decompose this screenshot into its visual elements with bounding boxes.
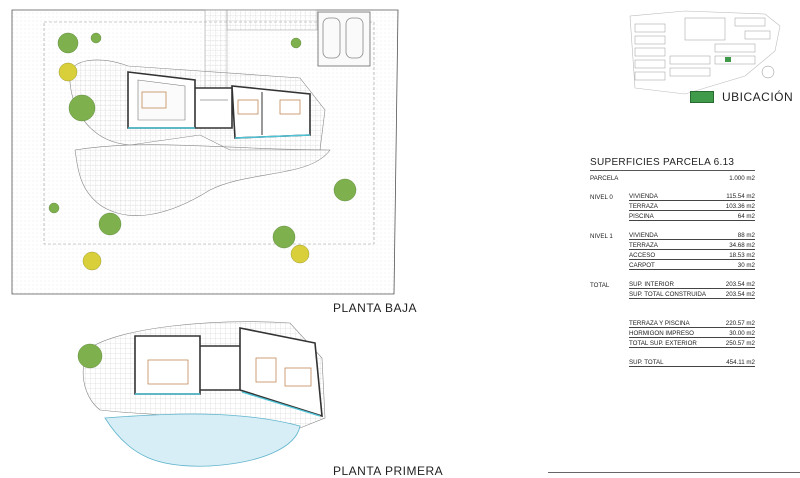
legend-label: UBICACIÓN (722, 90, 794, 104)
row-label: TERRAZA (629, 242, 711, 250)
table-row: TOTAL SUP. EXTERIOR 250.57 m2 (590, 338, 755, 348)
bottom-rule (548, 472, 800, 473)
tree-icon (48, 32, 357, 249)
row-value: 30 m2 (711, 262, 755, 270)
first-floor-title: PLANTA PRIMERA (333, 464, 444, 478)
row-label: HORMIGON IMPRESO (629, 330, 711, 338)
row-value: 34.68 m2 (711, 242, 755, 250)
legend-swatch (690, 91, 714, 103)
table-row: TOTAL SUP. INTERIOR 203.54 m2 (590, 279, 755, 289)
plot-marker (725, 57, 731, 62)
row-label: SUP. INTERIOR (629, 281, 711, 289)
table-row: TERRAZA 34.68 m2 (590, 240, 755, 250)
tree-icon (77, 343, 103, 369)
row-label: TERRAZA (629, 203, 711, 211)
row-label: CARPOT (629, 262, 711, 270)
row-label: TOTAL SUP. EXTERIOR (629, 340, 711, 348)
carport (317, 11, 371, 67)
level-label: NIVEL 0 (590, 194, 613, 201)
car-icon (322, 17, 341, 59)
row-value: 103.36 m2 (711, 203, 755, 211)
row-value: 250.57 m2 (711, 340, 755, 348)
table-row: CARPOT 30 m2 (590, 260, 755, 270)
divider (590, 170, 755, 171)
table-row: ACCESO 18.53 m2 (590, 250, 755, 260)
pool (104, 413, 301, 467)
ground-floor-plan (11, 9, 399, 295)
table-row: TERRAZA 103.36 m2 (590, 201, 755, 211)
row-label: TERRAZA Y PISCINA (629, 320, 711, 328)
row-label: SUP. TOTAL CONSTRUIDA (629, 291, 711, 299)
row-label: ACCESO (629, 252, 711, 260)
row-label: PARCELA (590, 175, 619, 182)
area-table: SUPERFICIES PARCELA 6.13 PARCELA 1.000 m… (590, 157, 755, 367)
row-value: 88 m2 (711, 232, 755, 240)
area-table-title: SUPERFICIES PARCELA 6.13 (590, 157, 735, 168)
table-row: PISCINA 64 m2 (590, 211, 755, 221)
north-arrow-icon (761, 65, 775, 79)
row-label: VIVIENDA (629, 193, 711, 201)
row-value: 203.54 m2 (711, 281, 755, 289)
car-icon (345, 17, 364, 59)
row-label: SUP. TOTAL (629, 359, 711, 367)
table-row: TERRAZA Y PISCINA 220.57 m2 (590, 318, 755, 328)
garden-pool-area (74, 144, 331, 216)
table-row: SUP. TOTAL CONSTRUIDA 203.54 m2 (590, 289, 755, 299)
row-value: 115.54 m2 (711, 193, 755, 201)
first-floor-plan (77, 321, 326, 467)
row-label: VIVIENDA (629, 232, 711, 240)
table-row: NIVEL 1 VIVIENDA 88 m2 (590, 230, 755, 240)
level-label: NIVEL 1 (590, 233, 613, 240)
legend: UBICACIÓN (690, 90, 793, 104)
shrub-icon (58, 62, 310, 271)
row-value: 64 m2 (711, 213, 755, 221)
ground-floor-title: PLANTA BAJA (333, 301, 417, 315)
row-value: 18.53 m2 (711, 252, 755, 260)
row-value: 220.57 m2 (711, 320, 755, 328)
row-value: 1.000 m2 (729, 175, 755, 182)
level-label: TOTAL (590, 282, 610, 289)
table-row: NIVEL 0 VIVIENDA 115.54 m2 (590, 191, 755, 201)
table-row: SUP. TOTAL 454.11 m2 (590, 357, 755, 367)
row-label: PISCINA (629, 213, 711, 221)
row-value: 30.00 m2 (711, 330, 755, 338)
table-row: PARCELA 1.000 m2 (590, 172, 755, 182)
location-map (629, 10, 781, 95)
table-row: HORMIGON IMPRESO 30.00 m2 (590, 328, 755, 338)
row-value: 454.11 m2 (711, 359, 755, 367)
row-value: 203.54 m2 (711, 291, 755, 299)
